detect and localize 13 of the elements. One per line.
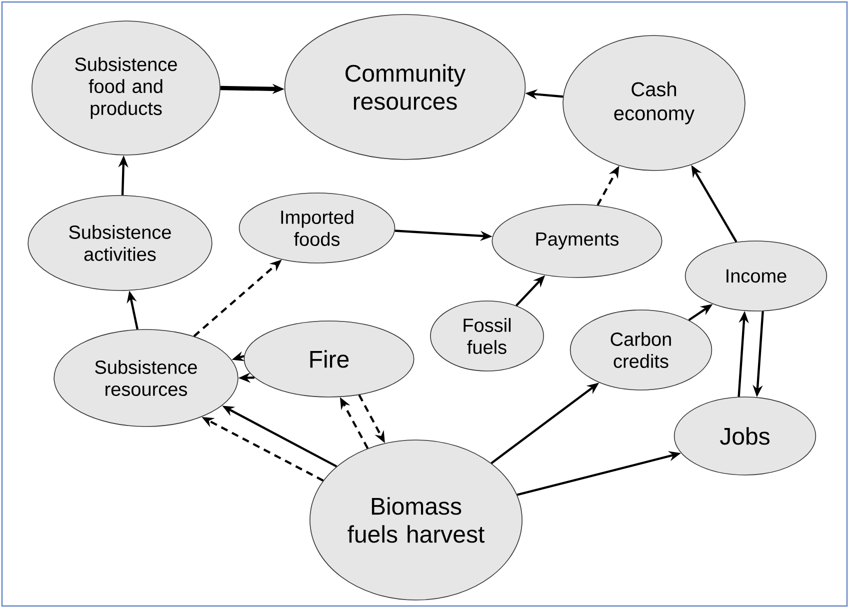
ellipse-node: Subsistence activities <box>28 195 212 291</box>
ellipse-node: Cash economy <box>562 35 746 171</box>
ellipse-node: Carbon credits <box>570 310 712 390</box>
ellipse-node: Biomass fuels harvest <box>310 440 522 600</box>
ellipse-node: Imported foods <box>238 192 396 264</box>
ellipse-node: Community resources <box>284 14 526 160</box>
ellipse-node: Fire <box>244 320 414 398</box>
ellipse-node: Subsistence resources <box>54 329 238 427</box>
ellipse-node: Payments <box>492 204 662 278</box>
ellipse-node: Jobs <box>674 396 816 476</box>
ellipse-node: Income <box>684 240 828 312</box>
ellipse-node: Subsistence food and products <box>32 20 220 156</box>
ellipse-node: Fossil fuels <box>430 300 544 372</box>
